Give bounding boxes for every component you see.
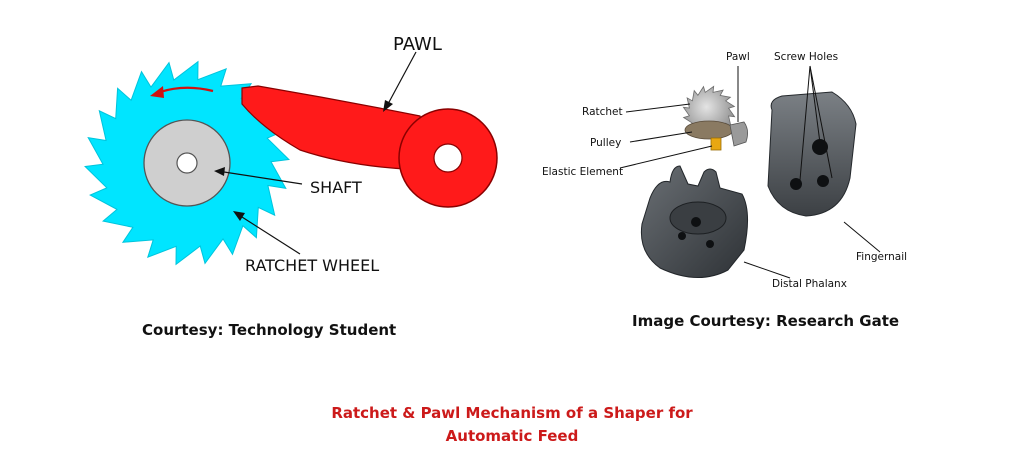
screw-hole-2 (790, 178, 802, 190)
phalanx-hole-3 (691, 217, 701, 227)
left-figure-caption: Courtesy: Technology Student (142, 321, 397, 339)
pawl-part-label: Pawl (726, 51, 750, 63)
shaft-pointer-head (214, 167, 225, 176)
ratchet-pawl-svg: PAWL SHAFT RATCHET WHEEL (84, 34, 498, 275)
rotation-arrowhead (150, 86, 164, 98)
screw-holes-label: Screw Holes (774, 51, 838, 63)
pawl-label: PAWL (393, 34, 442, 55)
shaft-hole (176, 152, 198, 174)
pawl-arm (241, 85, 441, 171)
phalanx-hole-1 (678, 232, 686, 240)
screw-holes-leader-3 (809, 65, 833, 179)
fingernail-part (767, 91, 857, 217)
ratchet-leader (625, 103, 691, 113)
ratchet-wheel-pointer-line (241, 216, 301, 255)
pulley-part (684, 120, 734, 140)
rotation-arrow (159, 86, 214, 94)
phalanx-hole-2 (706, 240, 714, 248)
ratchet-wheel-pointer-head (233, 211, 245, 221)
pulley-leader (629, 131, 693, 143)
pawl-pointer-head (383, 100, 393, 112)
ratchet-wheel-label: RATCHET WHEEL (245, 256, 379, 275)
distal-phalanx-leader (743, 261, 791, 279)
main-title-line-1: Ratchet & Pawl Mechanism of a Shaper for (331, 404, 693, 422)
finger-ratchet-svg: Pawl Screw Holes Ratchet Pulley Elastic … (542, 51, 907, 290)
shaft-pointer-line (223, 171, 303, 185)
shaft-label: SHAFT (310, 178, 362, 197)
screw-holes-leader-2 (809, 65, 821, 144)
elastic-element-label: Elastic Element (542, 166, 623, 178)
ratchet-pawl-diagram: PAWL SHAFT RATCHET WHEEL (0, 0, 520, 300)
screw-hole-3 (817, 175, 829, 187)
screw-hole-1 (812, 139, 828, 155)
pawl-part (729, 121, 748, 147)
ratchet-label: Ratchet (582, 106, 623, 118)
elastic-element-part (710, 137, 722, 151)
finger-ratchet-diagram: Pawl Screw Holes Ratchet Pulley Elastic … (520, 0, 1024, 300)
pulley-label: Pulley (590, 137, 621, 149)
fingernail-leader (843, 221, 881, 253)
main-title: Ratchet & Pawl Mechanism of a Shaper for… (0, 402, 1024, 448)
elastic-element-leader (619, 145, 713, 169)
distal-phalanx-label: Distal Phalanx (772, 278, 847, 290)
fingernail-label: Fingernail (856, 251, 907, 263)
pawl-pivot-hole (433, 143, 463, 173)
right-figure-caption: Image Courtesy: Research Gate (632, 312, 900, 330)
screw-holes-leader-1 (799, 65, 811, 181)
pawl-pointer-line (387, 51, 417, 105)
main-title-line-2: Automatic Feed (445, 427, 579, 445)
